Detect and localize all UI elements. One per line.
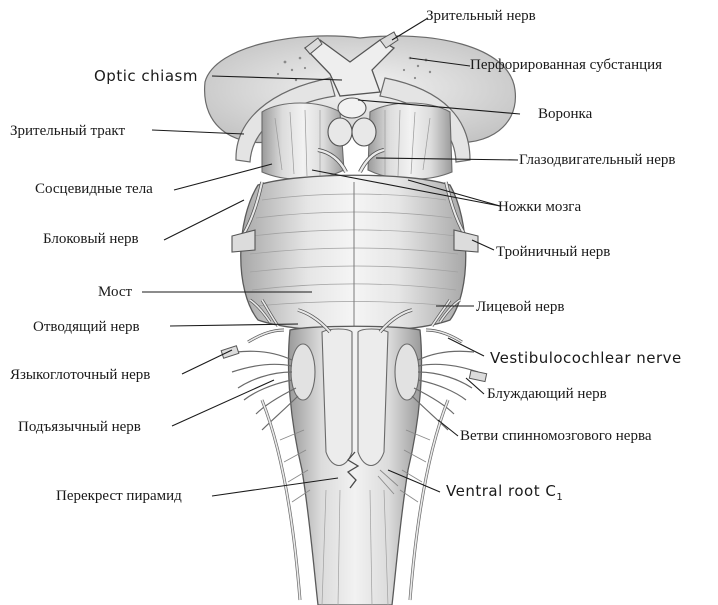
- label-ventral-root-text: Ventral root C: [446, 482, 557, 500]
- infundibulum-shape: [337, 97, 367, 119]
- mammillary-body-right: [351, 117, 377, 147]
- label-optic-chiasm: Optic chiasm: [94, 67, 198, 85]
- label-infundibulum: Воронка: [538, 106, 593, 122]
- label-trochlear-nerve: Блоковый нерв: [43, 231, 139, 247]
- pyramidal-decussation-mark: [346, 451, 360, 489]
- vagus-stump: [468, 369, 488, 383]
- cord-striations: [321, 489, 389, 605]
- label-optic-tract: Зрительный тракт: [10, 123, 126, 139]
- pyramid-right: [357, 328, 389, 467]
- label-oculomotor-nerve: Глазодвигательный нерв: [519, 152, 676, 168]
- pyramid-left: [321, 328, 353, 467]
- optic-nerve-stump-left: [304, 37, 323, 55]
- lower-cranial-rootlets-left: [231, 350, 299, 431]
- label-pyramidal-decussation: Перекрест пирамид: [56, 488, 182, 504]
- label-vestibulocochlear-nerve: Vestibulocochlear nerve: [490, 349, 682, 367]
- label-spinal-accessory-branches: Ветви спинномозгового нерва: [460, 428, 652, 444]
- medulla-shape: [287, 325, 423, 605]
- glossopharyngeal-stump: [220, 345, 240, 359]
- trigeminal-nerve-left: [231, 229, 256, 253]
- label-pons: Мост: [98, 284, 133, 300]
- label-glossopharyngeal-nerve: Языкоглоточный нерв: [10, 367, 151, 383]
- olive-right: [394, 343, 420, 401]
- optic-chiasm-shape: [303, 39, 396, 97]
- trigeminal-nerve-right: [453, 229, 479, 253]
- spinal-rootlets: [279, 429, 431, 503]
- label-perforated-substance: Перфорированная субстанция: [470, 57, 663, 73]
- cerebral-peduncle-right: [367, 102, 453, 180]
- leader-lines: [142, 17, 521, 497]
- label-abducens-nerve: Отводящий нерв: [33, 319, 140, 335]
- label-mammillary-bodies: Сосцевидные тела: [35, 181, 153, 197]
- label-facial-nerve: Лицевой нерв: [476, 299, 565, 315]
- mammillary-body-left: [327, 117, 353, 147]
- optic-nerve-stump-right: [379, 31, 399, 49]
- olive-left: [290, 343, 316, 401]
- pons-striations: [249, 193, 459, 307]
- label-vagus-nerve: Блуждающий нерв: [487, 386, 607, 402]
- peduncle-striations: [274, 109, 431, 177]
- label-optic-nerve: Зрительный нерв: [426, 8, 536, 24]
- label-cerebral-peduncles: Ножки мозга: [498, 199, 582, 215]
- label-hypoglossal-nerve: Подъязычный нерв: [18, 419, 141, 435]
- label-ventral-root: Ventral root C1: [446, 484, 563, 503]
- label-ventral-root-subscript: 1: [556, 492, 564, 503]
- label-trigeminal-nerve: Тройничный нерв: [496, 244, 611, 260]
